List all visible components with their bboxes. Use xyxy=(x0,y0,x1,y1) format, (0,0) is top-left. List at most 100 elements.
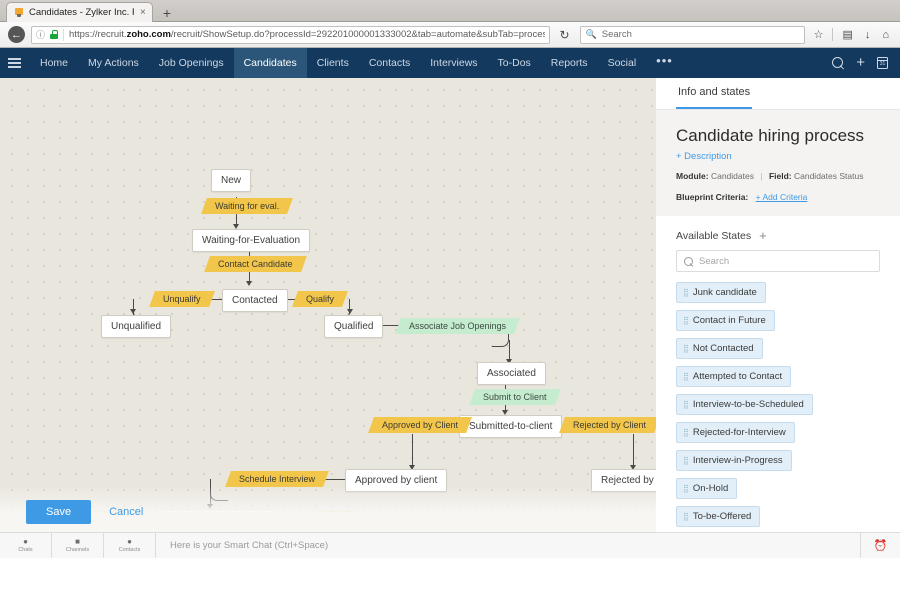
transition-associate-job-openings: Associate Job Openings xyxy=(395,318,520,334)
drag-handle-icon[interactable]: ⣿ xyxy=(683,343,689,353)
nav-item-interviews[interactable]: Interviews xyxy=(430,57,478,69)
calendar-icon[interactable]: 31 xyxy=(877,57,888,69)
state-chip-interview-in-progress[interactable]: ⣿Interview-in-Progress xyxy=(676,450,792,471)
nav-item-contacts[interactable]: Contacts xyxy=(368,57,411,69)
state-chip-interview-to-be-scheduled[interactable]: ⣿Interview-to-be-Scheduled xyxy=(676,394,813,415)
transition-approved-by-client: Approved by Client xyxy=(368,417,472,433)
alarm-clock-icon[interactable]: ⏰ xyxy=(860,533,900,558)
state-chip-rejected-for-interview[interactable]: ⣿Rejected-for-Interview xyxy=(676,422,795,443)
chat-tab-label: Chats xyxy=(18,547,33,553)
drag-handle-icon[interactable]: ⣿ xyxy=(683,483,689,493)
drag-handle-icon[interactable]: ⣿ xyxy=(683,399,689,409)
blueprint-canvas[interactable]: New Waiting-for-Evaluation Contacted Unq… xyxy=(0,78,656,532)
address-bar[interactable]: ⓘ https://recruit.zoho.com/recruit/ShowS… xyxy=(31,25,550,44)
add-description-link[interactable]: + Description xyxy=(676,151,732,162)
state-chip-label: Interview-to-be-Scheduled xyxy=(692,399,804,410)
drag-handle-icon[interactable]: ⣿ xyxy=(683,371,689,381)
browser-search-input[interactable]: 🔍 Search xyxy=(579,25,805,44)
chat-tab-chats[interactable]: ● Chats xyxy=(0,533,52,558)
transition-submit-to-client: Submit to Client xyxy=(469,389,561,405)
drag-handle-icon[interactable]: ⣿ xyxy=(683,455,689,465)
transition-schedule-interview: Schedule Interview xyxy=(225,471,329,487)
browser-tab[interactable]: Candidates - Zylker Inc. Recr × xyxy=(6,2,153,22)
bookmark-star-icon[interactable]: ☆ xyxy=(813,29,824,41)
smart-chat-input[interactable]: Here is your Smart Chat (Ctrl+Space) xyxy=(170,540,329,551)
state-chip-attempted-to-contact[interactable]: ⣿Attempted to Contact xyxy=(676,366,792,387)
add-criteria-link[interactable]: + Add Criteria xyxy=(755,192,808,202)
node-submitted-to-client[interactable]: Submitted-to-client xyxy=(459,415,563,438)
nav-item-candidates[interactable]: Candidates xyxy=(233,48,307,78)
available-states-header: Available States + xyxy=(656,216,900,250)
back-arrow-icon[interactable]: ← xyxy=(8,26,25,43)
node-approved-by-client[interactable]: Approved by client xyxy=(345,469,448,492)
tab-info-and-states[interactable]: Info and states xyxy=(676,78,753,109)
drag-handle-icon[interactable]: ⣿ xyxy=(683,511,689,521)
navbar-actions: + 31 xyxy=(832,54,900,71)
canvas-action-bar: Save Cancel xyxy=(0,492,656,532)
state-chip-label: Interview-in-Progress xyxy=(692,455,783,466)
transition-label: Waiting for eval. xyxy=(215,201,280,211)
nav-item-social[interactable]: Social xyxy=(607,57,637,69)
meta-divider: | xyxy=(760,171,763,181)
nav-item-to-dos[interactable]: To-Dos xyxy=(497,57,531,69)
close-icon[interactable]: × xyxy=(140,6,146,18)
reload-icon[interactable]: ↻ xyxy=(559,27,570,42)
browser-urlbar: ← ⓘ https://recruit.zoho.com/recruit/Sho… xyxy=(0,22,900,48)
arrow-to-submitted xyxy=(501,410,508,415)
available-states-label: Available States xyxy=(676,230,752,242)
download-icon[interactable]: ↓ xyxy=(864,28,871,41)
nav-item-more[interactable]: ••• xyxy=(656,53,673,68)
url-suffix: /recruit/ShowSetup.do?processId=29220100… xyxy=(170,29,545,40)
node-new[interactable]: New xyxy=(211,169,252,192)
url-divider xyxy=(63,28,65,41)
nav-item-clients[interactable]: Clients xyxy=(316,57,349,69)
info-states-panel: Info and states Candidate hiring process… xyxy=(656,78,900,532)
chat-tab-label: Contacts xyxy=(118,547,141,553)
state-chip-label: On-Hold xyxy=(692,483,729,494)
browser-search-placeholder: Search xyxy=(601,29,632,40)
state-chip-to-be-offered[interactable]: ⣿To-be-Offered xyxy=(676,506,761,527)
transition-contact-candidate: Contact Candidate xyxy=(204,256,307,272)
state-search-input[interactable]: Search xyxy=(676,250,880,272)
node-contacted[interactable]: Contacted xyxy=(222,289,288,312)
search-icon[interactable] xyxy=(832,57,844,69)
home-icon[interactable]: ⌂ xyxy=(882,28,889,41)
chrome-divider xyxy=(832,28,834,41)
node-qualified[interactable]: Qualified xyxy=(324,315,384,338)
add-state-icon[interactable]: + xyxy=(759,227,767,243)
edge-approved-to-schedule xyxy=(316,479,346,481)
nav-item-reports[interactable]: Reports xyxy=(550,57,588,69)
nav-item-job-openings[interactable]: Job Openings xyxy=(158,57,224,69)
transition-label: Qualify xyxy=(306,294,335,304)
info-icon[interactable]: ⓘ xyxy=(36,30,46,40)
cancel-button[interactable]: Cancel xyxy=(103,500,149,524)
hamburger-menu-icon[interactable] xyxy=(8,56,21,71)
state-chip-on-hold[interactable]: ⣿On-Hold xyxy=(676,478,738,499)
nav-item-home[interactable]: Home xyxy=(40,57,69,69)
add-icon[interactable]: + xyxy=(856,54,865,71)
chat-bubble-icon: ● xyxy=(23,537,28,546)
process-title: Candidate hiring process xyxy=(676,126,865,145)
transition-unqualify: Unqualify xyxy=(149,291,215,307)
new-tab-button[interactable]: + xyxy=(162,5,172,21)
state-chip-not-contacted[interactable]: ⣿Not Contacted xyxy=(676,338,763,359)
node-waiting-for-evaluation[interactable]: Waiting-for-Evaluation xyxy=(192,229,311,252)
node-rejected-by-client[interactable]: Rejected by clie xyxy=(591,469,656,492)
chat-tab-channels[interactable]: ■ Channels xyxy=(52,533,104,558)
state-chip-junk-candidate[interactable]: ⣿Junk candidate xyxy=(676,282,766,303)
transition-label: Associate Job Openings xyxy=(409,321,507,331)
node-associated[interactable]: Associated xyxy=(477,362,546,385)
url-text: https://recruit.zoho.com/recruit/ShowSet… xyxy=(69,29,544,40)
node-unqualified[interactable]: Unqualified xyxy=(101,315,172,338)
state-chip-contact-in-future[interactable]: ⣿Contact in Future xyxy=(676,310,775,331)
state-chip-label: Junk candidate xyxy=(692,287,757,298)
reader-view-icon[interactable]: ▤ xyxy=(842,29,853,41)
drag-handle-icon[interactable]: ⣿ xyxy=(683,427,689,437)
save-button[interactable]: Save xyxy=(26,500,92,524)
url-prefix: https://recruit. xyxy=(69,29,127,40)
panel-hero: Candidate hiring process + Description M… xyxy=(656,110,900,216)
nav-item-my-actions[interactable]: My Actions xyxy=(88,57,139,69)
drag-handle-icon[interactable]: ⣿ xyxy=(683,315,689,325)
drag-handle-icon[interactable]: ⣿ xyxy=(683,287,689,297)
chat-tab-contacts[interactable]: ● Contacts xyxy=(104,533,156,558)
